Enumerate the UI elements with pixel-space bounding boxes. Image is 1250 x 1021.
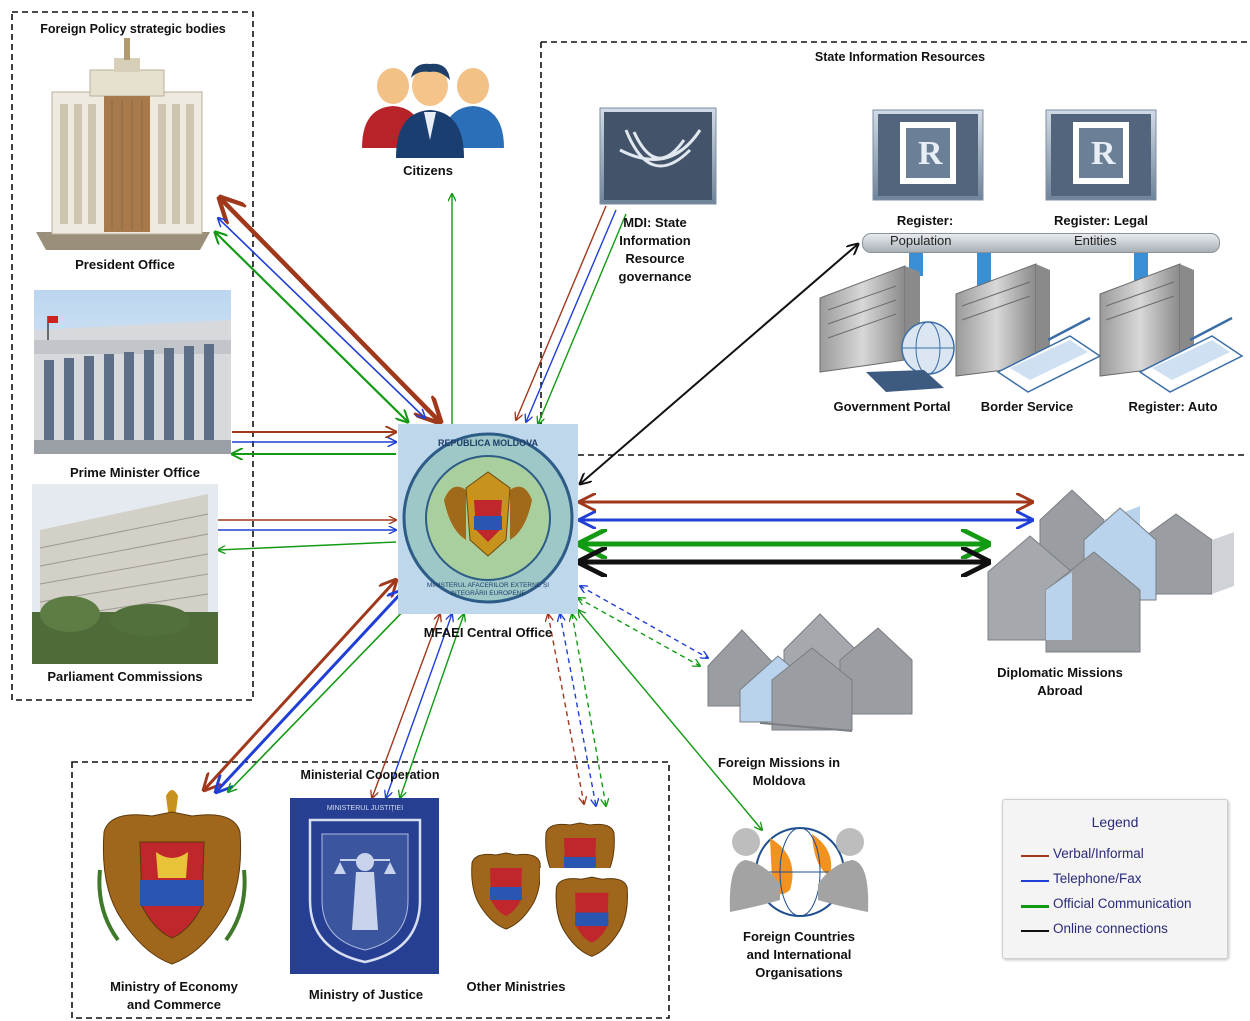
label-mdi-line-2: Information bbox=[619, 233, 691, 248]
legend-label-online: Online connections bbox=[1053, 921, 1168, 936]
legend-swatch-official bbox=[1021, 905, 1049, 908]
label-register-auto: Register: Auto bbox=[1128, 399, 1218, 414]
label-foreign-missions-line-1: Foreign Missions in bbox=[717, 755, 841, 770]
group-label-state-info: State Information Resources bbox=[814, 50, 986, 64]
label-other-ministries: Other Ministries bbox=[466, 979, 566, 994]
seal-text: REPUBLICA MOLDOVA bbox=[438, 438, 538, 448]
label-central-office: MFAEI Central Office bbox=[423, 625, 553, 640]
parliament-icon bbox=[32, 484, 218, 664]
diplomatic-missions-icon bbox=[987, 489, 1234, 653]
citizens-icon bbox=[362, 63, 504, 158]
label-diplomatic-line-2: Abroad bbox=[1037, 683, 1083, 698]
arrow-mdi-verbal bbox=[516, 205, 607, 420]
prime-minister-office-icon bbox=[34, 290, 231, 454]
label-diplomatic-missions: Diplomatic Missions Abroad bbox=[970, 664, 1150, 700]
label-foreign-countries-line-3: Organisations bbox=[755, 965, 843, 980]
label-foreign-countries-line-1: Foreign Countries bbox=[743, 929, 855, 944]
foreign-countries-icon bbox=[729, 827, 869, 917]
arrow-registers-online bbox=[580, 244, 858, 484]
legend: Legend Verbal/Informal Telephone/Fax Off… bbox=[1002, 799, 1228, 959]
label-mdi-line-1: MDI: State bbox=[623, 215, 687, 230]
foreign-missions-icon bbox=[707, 613, 913, 732]
government-portal-icon bbox=[819, 265, 955, 392]
legend-label-telephone: Telephone/Fax bbox=[1053, 871, 1142, 886]
label-foreign-missions: Foreign Missions in Moldova bbox=[694, 754, 864, 790]
svg-text:R: R bbox=[1091, 135, 1116, 172]
label-border-service: Border Service bbox=[980, 399, 1074, 414]
economy-coat-of-arms-icon bbox=[97, 790, 247, 965]
label-government-portal: Government Portal bbox=[833, 399, 951, 414]
legend-label-verbal: Verbal/Informal bbox=[1053, 846, 1144, 861]
label-mdi-line-4: governance bbox=[618, 269, 692, 284]
legend-swatch-online bbox=[1021, 930, 1049, 932]
label-economy-line-2: and Commerce bbox=[127, 997, 221, 1012]
arrow-other-official bbox=[572, 614, 606, 806]
legend-title: Legend bbox=[1091, 814, 1139, 830]
president-office-icon bbox=[36, 38, 210, 250]
label-parliament: Parliament Commissions bbox=[47, 669, 203, 684]
register-legal-icon: R bbox=[1045, 109, 1157, 201]
label-mdi-line-3: Resource bbox=[625, 251, 685, 266]
arrow-foreign-missions-telephone bbox=[580, 586, 708, 658]
label-citizens: Citizens bbox=[403, 163, 453, 178]
state-info-group-box bbox=[540, 41, 1248, 456]
ministerial-group-box bbox=[71, 761, 670, 1019]
arrow-president-telephone bbox=[218, 218, 425, 418]
arrow-economy-official bbox=[228, 600, 414, 792]
label-foreign-countries-line-2: and International bbox=[746, 947, 852, 962]
register-auto-icon bbox=[1099, 263, 1244, 393]
legend-label-official: Official Communication bbox=[1053, 896, 1192, 911]
connections bbox=[204, 194, 1032, 830]
arrow-other-telephone bbox=[560, 614, 596, 806]
register-population-line-2: Population bbox=[890, 233, 952, 248]
arrow-president-official bbox=[215, 232, 408, 422]
label-register-population: Register: bbox=[896, 213, 954, 228]
svg-text:R: R bbox=[918, 135, 943, 172]
label-economy-line-1: Ministry of Economy bbox=[110, 979, 238, 994]
arrow-economy-verbal bbox=[204, 580, 396, 790]
label-ministry-justice: Ministry of Justice bbox=[308, 987, 424, 1002]
label-president-office: President Office bbox=[75, 257, 175, 272]
legend-item-online: Online connections bbox=[1021, 921, 1226, 941]
arrow-president-verbal bbox=[220, 198, 440, 422]
label-diplomatic-line-1: Diplomatic Missions bbox=[997, 665, 1123, 680]
label-mdi: MDI: State Information Resource governan… bbox=[590, 214, 720, 286]
group-label-foreign-policy: Foreign Policy strategic bodies bbox=[40, 22, 226, 36]
legend-item-telephone: Telephone/Fax bbox=[1021, 871, 1226, 891]
label-foreign-countries: Foreign Countries and International Orga… bbox=[714, 928, 884, 982]
mdi-logo-icon bbox=[599, 107, 717, 205]
legend-item-official: Official Communication bbox=[1021, 896, 1226, 916]
arrow-justice-official bbox=[400, 614, 464, 798]
label-prime-minister-office: Prime Minister Office bbox=[69, 465, 201, 480]
label-foreign-missions-line-2: Moldova bbox=[752, 773, 806, 788]
other-ministries-coat-of-arms-icon bbox=[471, 822, 638, 974]
arrow-parliament-official bbox=[218, 541, 397, 550]
central-office-seal-icon bbox=[398, 424, 578, 614]
justice-header: MINISTERUL JUSTIȚIEI bbox=[326, 805, 404, 812]
legend-item-verbal: Verbal/Informal bbox=[1021, 846, 1226, 866]
legend-swatch-verbal bbox=[1021, 855, 1049, 857]
register-population-icon: R bbox=[872, 109, 984, 201]
seal-text-ring: MINISTERUL AFACERILOR EXTERNE ȘI INTEGRĂ… bbox=[426, 582, 550, 597]
legend-swatch-telephone bbox=[1021, 880, 1049, 882]
group-label-ministerial: Ministerial Cooperation bbox=[300, 768, 440, 782]
register-legal-line-2: Entities bbox=[1074, 233, 1117, 248]
border-service-icon bbox=[955, 263, 1102, 393]
label-register-legal: Register: Legal bbox=[1054, 213, 1148, 228]
network-bus bbox=[862, 233, 1220, 253]
justice-emblem-icon bbox=[290, 798, 439, 974]
label-ministry-economy: Ministry of Economy and Commerce bbox=[84, 978, 264, 1014]
